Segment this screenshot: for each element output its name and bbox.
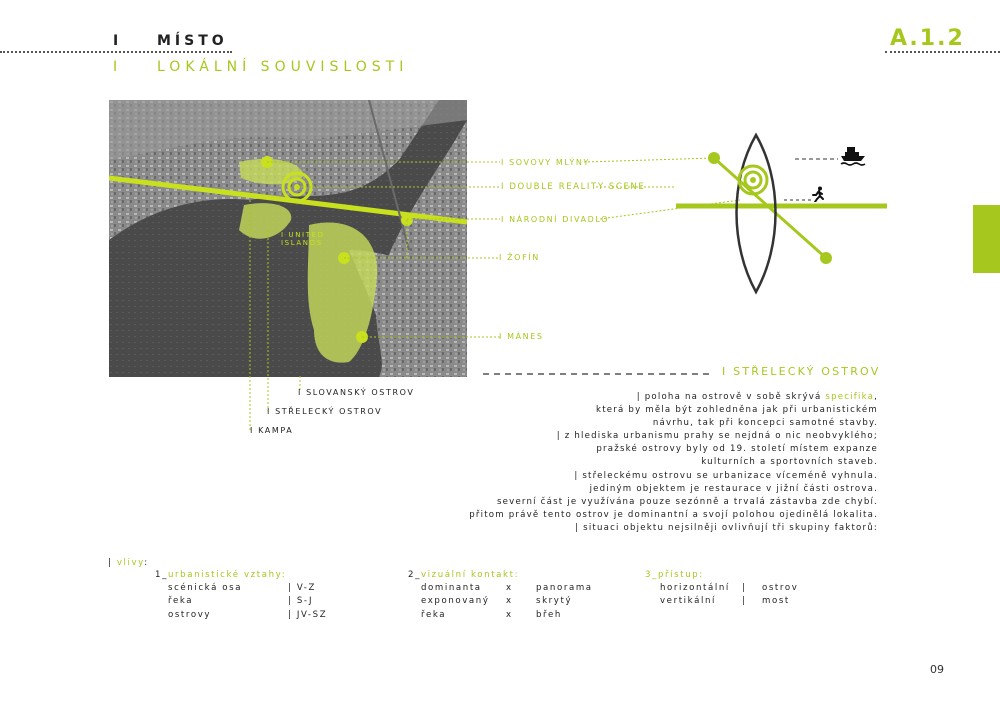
header-divider-right (885, 51, 1000, 53)
paragraph-line: kulturních a sportovních staveb. (398, 456, 878, 469)
group-1-title: urbanistické vztahy (167, 570, 282, 580)
influence-cell: ostrov (762, 583, 799, 593)
group-2-rows: dominanta x panorama exponovaný x skrytý řeka x… (421, 582, 616, 622)
influence-cell: vertikální (660, 596, 716, 607)
paragraph-line: | situaci objektu nejsilněji ovlivňují t… (398, 522, 878, 535)
influence-row: řeka x břeh (421, 609, 616, 622)
paragraph-line: pražské ostrovy byly od 19. století míst… (398, 443, 878, 456)
page-title: MÍSTO (157, 33, 228, 49)
influence-row: horizontální | ostrov (660, 582, 822, 595)
influence-cell: | (742, 596, 747, 607)
influences-colon: : (144, 558, 149, 568)
group-3: 3_přístup: (645, 570, 704, 580)
united-islands-label: I UNITED ISLANDS (281, 231, 325, 247)
influence-row: scénická osa | V-Z (168, 582, 348, 595)
influence-cell: řeka (421, 609, 447, 620)
influence-row: ostrovy | JV-SZ (168, 609, 348, 622)
influence-cell: | S-J (288, 596, 314, 607)
influence-cell: most (762, 596, 790, 607)
paragraph-fragment: návrhu, tak při koncepci samotné stavby. (652, 418, 878, 429)
header-divider (0, 51, 232, 53)
influence-cell: | V-Z (288, 583, 316, 593)
group-3-num: 3_ (645, 570, 658, 580)
group-2-title: vizuální kontakt (420, 570, 515, 580)
influence-cell: řeka (168, 596, 194, 607)
paragraph-fragment: | situaci objektu nejsilněji ovlivňují t… (575, 522, 878, 533)
paragraph-fragment: | střeleckému ostrovu se urbanizace více… (574, 470, 878, 481)
label-narodni-divadlo: I NÁRODNÍ DIVADLO (501, 215, 610, 224)
label-slovansky-ostrov: I SLOVANSKÝ OSTROV (298, 388, 415, 397)
influence-row: exponovaný x skrytý (421, 595, 616, 608)
page-number: 09 (930, 663, 944, 676)
influence-cell: horizontální (660, 583, 730, 593)
paragraph-fragment: severní část je využívána pouze sezónně … (497, 496, 878, 507)
section-paragraph: | poloha na ostrově v sobě skrývá specif… (398, 391, 878, 535)
paragraph-fragment: | z hlediska urbanismu prahy se nejdná o… (556, 431, 878, 442)
influences-bar: | (108, 558, 117, 568)
influence-cell: skrytý (536, 596, 573, 607)
group-3-rows: horizontální | ostrov vertikální | most (660, 582, 822, 609)
paragraph-line: návrhu, tak při koncepci samotné stavby. (398, 417, 878, 430)
influence-row: řeka | S-J (168, 595, 348, 608)
label-double-reality: I DOUBLE REALITY SCENE (501, 182, 646, 192)
group-2: 2_vizuální kontakt: (408, 570, 520, 580)
group-3-title: přístup (657, 570, 700, 580)
paragraph-fragment: přitom právě tento ostrov je dominantní … (469, 509, 878, 520)
paragraph-fragment: | poloha na ostrově v sobě skrývá (636, 392, 826, 402)
page-subtitle: LOKÁLNÍ SOUVISLOSTI (157, 59, 409, 75)
paragraph-fragment: pražské ostrovy byly od 19. století míst… (596, 444, 878, 455)
page-code: A.1.2 (890, 26, 965, 51)
paragraph-fragment: kulturních a sportovních staveb. (701, 457, 878, 468)
paragraph-fragment: jediným objektem je restaurace v jižní č… (589, 483, 878, 494)
influence-cell: x (506, 596, 513, 607)
paragraph-line: přitom právě tento ostrov je dominantní … (398, 509, 878, 522)
influence-cell: břeh (536, 609, 562, 620)
influence-cell: dominanta (421, 583, 482, 593)
section-heading: I STŘELECKÝ OSTROV (722, 365, 881, 378)
label-kampa: I KAMPA (250, 426, 294, 435)
aerial-map (109, 100, 467, 377)
paragraph-line: | střeleckému ostrovu se urbanizace více… (398, 470, 878, 483)
group-1-num: 1_ (155, 570, 168, 580)
paragraph-fragment: specifika (825, 392, 875, 402)
influence-cell: ostrovy (168, 609, 212, 620)
influence-cell: x (506, 583, 513, 593)
influence-row: vertikální | most (660, 595, 822, 608)
side-tab (973, 205, 1000, 273)
group-1: 1_urbanistické vztahy: (155, 570, 287, 580)
subtitle-mark: I (113, 59, 122, 75)
paragraph-line: | poloha na ostrově v sobě skrývá specif… (398, 391, 878, 404)
influences-title: vlivy (116, 558, 145, 568)
label-sovovy-mlyny: I SOVOVY MLÝNY (501, 158, 590, 167)
influence-cell: panorama (536, 583, 593, 593)
label-manes: I MÁNES (499, 332, 544, 341)
influence-cell: exponovaný (421, 596, 490, 607)
influence-row: dominanta x panorama (421, 582, 616, 595)
paragraph-line: severní část je využívána pouze sezónně … (398, 496, 878, 509)
header-section-mark: I (113, 33, 123, 49)
paragraph-line: která by měla být zohledněna jak při urb… (398, 404, 878, 417)
united-islands-line1: I UNITED (281, 231, 325, 239)
influences-label: | vlivy: (108, 557, 149, 570)
influence-cell: | (742, 583, 747, 593)
paragraph-line: | z hlediska urbanismu prahy se nejdná o… (398, 430, 878, 443)
influence-cell: x (506, 609, 513, 620)
paragraph-fragment: , (874, 392, 878, 402)
paragraph-fragment: která by měla být zohledněna jak při urb… (596, 405, 878, 416)
influence-cell: scénická osa (168, 583, 243, 593)
influence-cell: | JV-SZ (288, 609, 328, 620)
united-islands-line2: ISLANDS (281, 239, 323, 247)
label-zofin: I ŽOFÍN (499, 253, 540, 262)
label-strelecky-ostrov: I STŘELECKÝ OSTROV (267, 407, 383, 416)
group-2-num: 2_ (408, 570, 421, 580)
runner-icon (812, 186, 824, 202)
boat-icon (840, 147, 866, 166)
paragraph-line: jediným objektem je restaurace v jižní č… (398, 483, 878, 496)
group-1-rows: scénická osa | V-Z řeka | S-J ostrovy | JV-SZ (168, 582, 348, 622)
